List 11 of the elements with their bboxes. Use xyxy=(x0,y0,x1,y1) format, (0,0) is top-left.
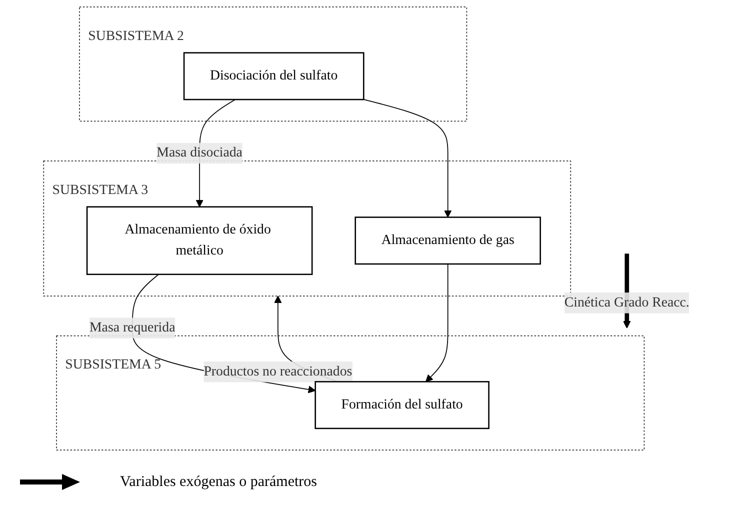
arrow xyxy=(426,264,448,382)
node-box: Almacenamiento de óxido metálico xyxy=(86,206,313,276)
node-box: Formación del sulfato xyxy=(314,381,490,430)
arrow xyxy=(363,98,452,218)
node-box: Disociación del sulfato xyxy=(183,52,364,100)
node-box: Almacenamiento de gas xyxy=(354,216,541,265)
edge-label: Productos no reaccionados xyxy=(204,364,352,379)
edge-label: Cinética Grado Reacc. xyxy=(564,295,690,310)
edge-label: Masa disociada xyxy=(156,145,242,160)
edge-label: Masa requerida xyxy=(89,320,176,335)
legend-text: Variables exógenas o parámetros xyxy=(120,474,318,490)
